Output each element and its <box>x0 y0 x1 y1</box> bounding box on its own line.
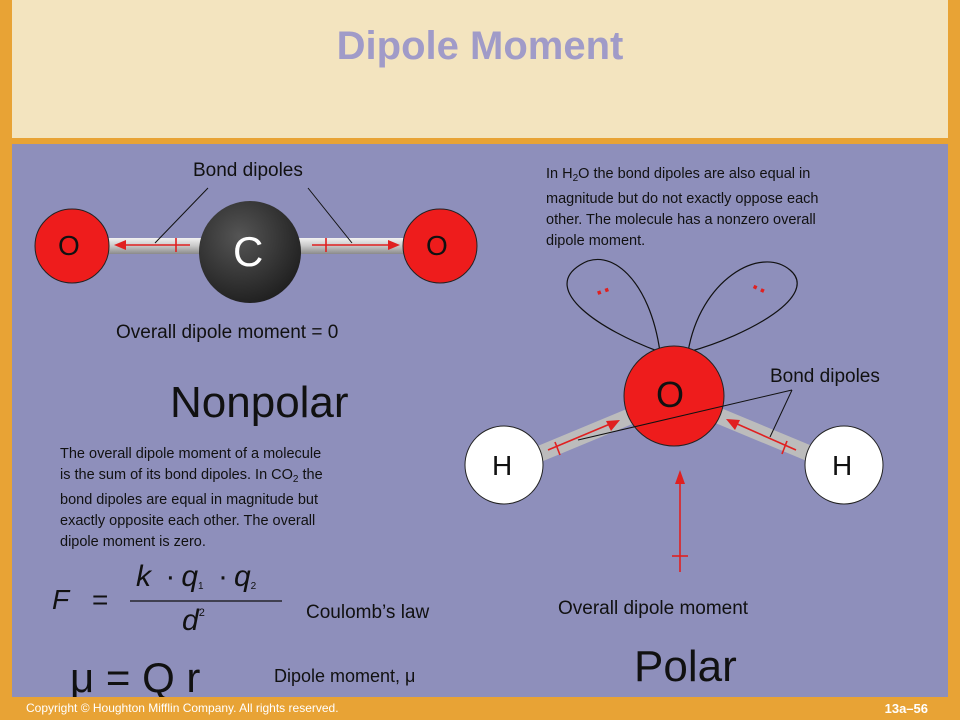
co2-bond-right <box>275 238 425 254</box>
h2o-description: In H2O the bond dipoles are also equal i… <box>546 164 926 252</box>
slide-title: Dipole Moment <box>336 24 624 68</box>
h2o-bond-dipoles-label: Bond dipoles <box>770 366 880 387</box>
co2-dipole-arrow-right <box>312 238 400 252</box>
co2-carbon <box>199 201 301 303</box>
coulomb-equals: = <box>92 584 109 615</box>
co2-description-line-2: is the sum of its bond dipoles. In CO2 t… <box>60 467 323 485</box>
coulomb-denominator: d2 <box>182 604 205 637</box>
dipole-moment-formula: μ = Q r <box>70 654 201 701</box>
co2-pointer-line-right <box>307 187 353 244</box>
h2o-dipole-arrow-left <box>547 420 620 456</box>
coulomb-F: F <box>52 584 70 615</box>
co2-description-line-4: exactly opposite each other. The overall <box>60 513 316 529</box>
h2o-description-line-3: other. The molecule has a nonzero overal… <box>546 212 816 228</box>
co2-oxygen-left <box>34 208 110 284</box>
h2o-lone-pair-lobe-left <box>566 259 661 353</box>
h2o-hydrogen-right-label: H <box>832 450 853 481</box>
nonpolar-label: Nonpolar <box>170 378 349 427</box>
h2o-description-line-2: magnitude but do not exactly oppose each <box>546 191 819 207</box>
h2o-pointer-line-left <box>577 389 793 441</box>
coulomb-law-label: Coulomb’s law <box>306 602 430 623</box>
co2-dipole-arrow-left <box>114 238 190 252</box>
co2-bond-dipoles-label: Bond dipoles <box>193 160 303 181</box>
title-bar: Dipole Moment <box>12 0 948 138</box>
co2-description: The overall dipole moment of a molecule … <box>60 444 420 553</box>
slide-number: 13a–56 <box>884 701 928 716</box>
co2-oxygen-right-label: O <box>426 230 448 261</box>
h2o-hydrogen-left-label: H <box>492 450 513 481</box>
footer-bar: Copyright © Houghton Mifflin Company. Al… <box>0 697 960 720</box>
co2-description-line-1: The overall dipole moment of a molecule <box>60 446 322 462</box>
co2-carbon-label: C <box>233 228 264 275</box>
co2-pointer-line-left <box>154 187 209 244</box>
h2o-description-line-4: dipole moment. <box>546 233 646 249</box>
content-panel <box>12 144 948 697</box>
coulomb-numerator: k ·q1 ·q2 <box>136 560 257 593</box>
co2-bond-left <box>85 238 225 254</box>
h2o-dipole-arrow-right <box>726 419 797 455</box>
h2o-overall-dipole-label: Overall dipole moment <box>558 598 749 619</box>
co2-oxygen-left-label: O <box>58 230 80 261</box>
h2o-pointer-line-right <box>769 389 793 438</box>
h2o-overall-dipole-arrow <box>672 470 688 572</box>
co2-oxygen-right <box>402 208 478 284</box>
h2o-oxygen-label: O <box>656 374 685 415</box>
copyright-text: Copyright © Houghton Mifflin Company. Al… <box>26 701 339 715</box>
h2o-lone-pair-lobe-right <box>687 261 798 353</box>
h2o-hydrogen-left <box>464 425 544 505</box>
dipole-moment-label: Dipole moment, μ <box>274 666 416 686</box>
h2o-hydrogen-right <box>804 425 884 505</box>
co2-description-line-5: dipole moment is zero. <box>60 534 206 550</box>
h2o-oxygen <box>623 345 725 447</box>
co2-description-line-3: bond dipoles are equal in magnitude but <box>60 492 318 508</box>
co2-overall-dipole-label: Overall dipole moment = 0 <box>116 322 339 343</box>
h2o-description-line-1: In H2O the bond dipoles are also equal i… <box>546 166 811 184</box>
polar-label: Polar <box>634 642 737 691</box>
